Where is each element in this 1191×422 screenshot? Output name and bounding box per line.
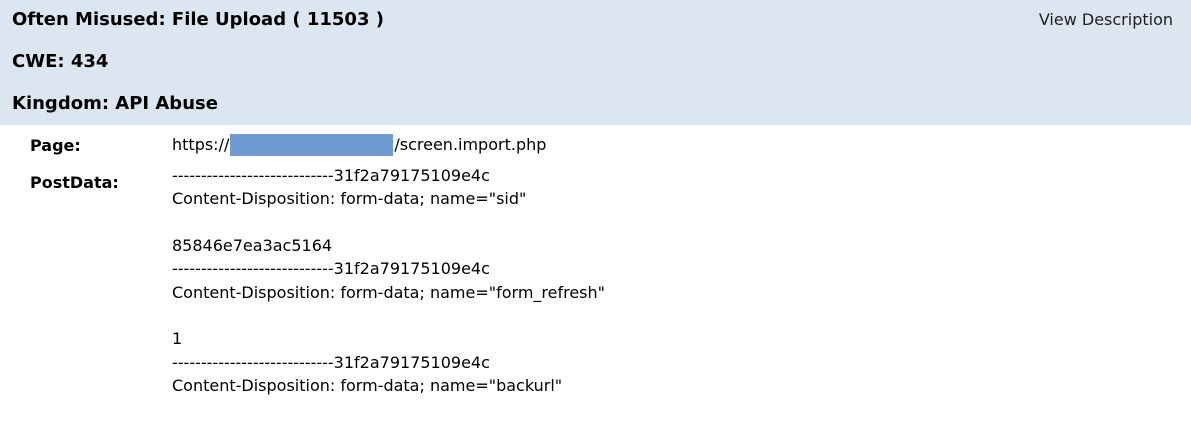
issue-header: Often Misused: File Upload ( 11503 ) CWE…: [0, 0, 1191, 125]
page-label: Page:: [30, 136, 81, 155]
url-suffix: /screen.import.php: [394, 135, 547, 154]
url-prefix: https://: [172, 135, 230, 154]
postdata-value-2: 1: [172, 329, 183, 348]
postdata-label: PostData:: [30, 173, 119, 192]
postdata-boundary-2: ----------------------------31f2a7917510…: [172, 259, 490, 278]
postdata-disposition-2: Content-Disposition: form-data; name="fo…: [172, 283, 606, 302]
issue-title: Often Misused: File Upload ( 11503 ): [12, 9, 384, 30]
page-url: https:// /screen.import.php: [172, 134, 546, 156]
kingdom-label: Kingdom: API Abuse: [12, 93, 218, 114]
postdata-boundary-1: ----------------------------31f2a7917510…: [172, 166, 490, 185]
redacted-host: [230, 134, 394, 156]
cwe-label: CWE: 434: [12, 51, 109, 72]
postdata-disposition-1: Content-Disposition: form-data; name="si…: [172, 189, 527, 208]
postdata-value-1: 85846e7ea3ac5164: [172, 236, 333, 255]
view-description-link[interactable]: View Description: [1038, 10, 1173, 29]
postdata-boundary-3: ----------------------------31f2a7917510…: [172, 353, 490, 372]
postdata-disposition-3: Content-Disposition: form-data; name="ba…: [172, 376, 563, 395]
